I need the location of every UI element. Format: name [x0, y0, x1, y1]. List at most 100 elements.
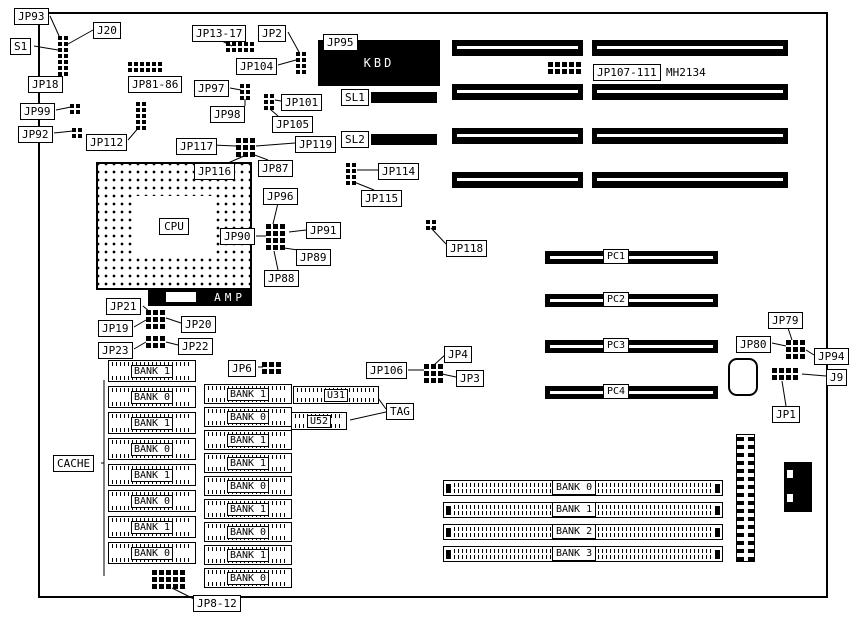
pin [246, 96, 250, 100]
label-jp3: JP3 [456, 370, 484, 387]
label-jp97: JP97 [194, 80, 229, 97]
pin [142, 114, 146, 118]
pin [136, 120, 140, 124]
pins-jp92 [72, 128, 82, 138]
pin [569, 62, 574, 67]
label-sl1: SL1 [341, 89, 369, 106]
isa-slot-right [592, 128, 788, 144]
pin [273, 224, 278, 229]
pin [431, 364, 436, 369]
pin [173, 570, 178, 575]
label-s1: S1 [10, 38, 32, 55]
connector-pin [787, 470, 793, 478]
pin [180, 584, 185, 589]
simm-socket-bank-0: BANK 0 [443, 480, 723, 496]
isa-slot-left [452, 128, 583, 144]
simm-endcap [446, 550, 451, 559]
label-jp95: JP95 [323, 34, 358, 51]
label-jp88: JP88 [264, 270, 299, 287]
pin [58, 48, 62, 52]
pin [250, 42, 254, 46]
pin [346, 163, 350, 167]
kbd-label: KBD [363, 56, 395, 70]
pin [166, 570, 171, 575]
pin [266, 238, 271, 243]
cache-chip: BANK 1 [108, 360, 196, 382]
pins-jp2-jp104 [296, 52, 306, 74]
pin [58, 60, 62, 64]
pin [152, 62, 156, 66]
cache-chip-label: BANK 0 [130, 494, 174, 508]
pci-slot-pc4: PC4 [545, 384, 718, 399]
pin [243, 138, 248, 143]
pin [70, 104, 74, 108]
pin [432, 220, 436, 224]
pin [226, 42, 230, 46]
simm-bank-label: BANK 0 [552, 480, 597, 495]
pin [173, 584, 178, 589]
label-jp93: JP93 [14, 8, 49, 25]
label-jp80: JP80 [736, 336, 771, 353]
pins-jp81-86 [128, 62, 162, 72]
pci-slot-label: PC4 [603, 384, 630, 399]
cache-chip-label: BANK 1 [130, 416, 174, 430]
simm-endcap [446, 528, 451, 537]
pci-slot-label: PC1 [603, 249, 630, 264]
text-mh2134: MH2134 [666, 66, 706, 79]
pin [270, 100, 274, 104]
pin [243, 145, 248, 150]
pin [438, 364, 443, 369]
isa-slot-right [592, 172, 788, 188]
cache-chip: BANK 1 [108, 412, 196, 434]
pin [346, 169, 350, 173]
pin [786, 368, 791, 373]
pin [246, 84, 250, 88]
header-bar-sl1 [371, 92, 437, 103]
connector-pin [787, 494, 793, 502]
pin [236, 138, 241, 143]
label-jp90: JP90 [220, 228, 255, 245]
pin [58, 72, 62, 76]
simm-bank-label: BANK 1 [552, 502, 597, 517]
label-jp92: JP92 [18, 126, 53, 143]
pin [153, 310, 158, 315]
pin [431, 378, 436, 383]
pin [302, 58, 306, 62]
cache-chip-label: BANK 0 [130, 442, 174, 456]
cache-chip-label: BANK 1 [130, 520, 174, 534]
label-jp104: JP104 [236, 58, 278, 75]
label-jp115: JP115 [361, 190, 403, 207]
pins-j9-jp1 [772, 368, 798, 380]
label-jp116: JP116 [194, 163, 236, 180]
pin [142, 108, 146, 112]
pin [264, 100, 268, 104]
pins-jp22-jp23 [146, 336, 165, 348]
pin [786, 347, 791, 352]
simm-socket-bank-2: BANK 2 [443, 524, 723, 540]
cache-chip-label: BANK 0 [130, 546, 174, 560]
power-connector [736, 434, 755, 562]
pin [264, 94, 268, 98]
label-jp8-12: JP8-12 [193, 595, 241, 612]
pin [555, 62, 560, 67]
label-jp18: JP18 [28, 76, 63, 93]
cache-chip: BANK 1 [204, 453, 292, 473]
isa-slot-left [452, 172, 583, 188]
label-jp105: JP105 [272, 116, 314, 133]
label-jp1: JP1 [772, 406, 800, 423]
pin [779, 375, 784, 380]
pin [280, 224, 285, 229]
pin [243, 152, 248, 157]
simm-endcap [715, 506, 720, 515]
pci-slot-pc1: PC1 [545, 249, 718, 264]
cache-chip-label: BANK 1 [130, 468, 174, 482]
pin [562, 69, 567, 74]
pin [296, 52, 300, 56]
label-jp106: JP106 [366, 362, 408, 379]
pin [153, 343, 158, 348]
cache-chip-label: BANK 1 [130, 364, 174, 378]
pin [146, 336, 151, 341]
pin [246, 90, 250, 94]
pin [166, 577, 171, 582]
pin [269, 369, 274, 374]
